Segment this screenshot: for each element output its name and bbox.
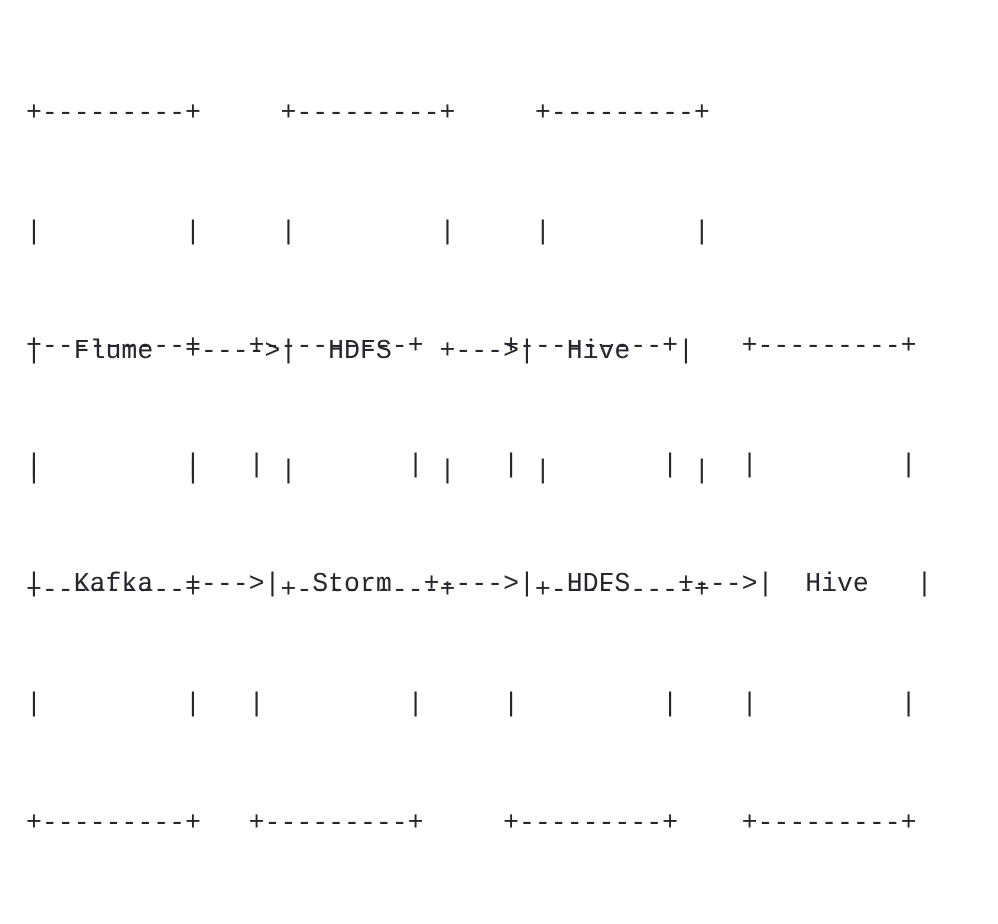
streaming-border-bottom: +---------+ +---------+ +---------+ +---… bbox=[26, 808, 917, 839]
pipeline-streaming-block: +---------+ +---------+ +---------+ +---… bbox=[26, 247, 932, 924]
ascii-diagram-canvas: +---------+ +---------+ +---------+ | | … bbox=[26, 97, 933, 839]
batch-label-row: | Flume +---->| HDFS +--->| Hive | bbox=[26, 336, 694, 367]
batch-spacer-upper: | | | | | | bbox=[26, 216, 710, 247]
batch-border-top: +---------+ +---------+ +---------+ bbox=[26, 97, 710, 128]
streaming-label-row: | Kafka +--->| Storm +---->| HDFS +--->|… bbox=[26, 569, 933, 600]
streaming-border-top: +---------+ +---------+ +---------+ +---… bbox=[26, 330, 917, 361]
streaming-spacer-lower: | | | | | | | | bbox=[26, 688, 917, 719]
